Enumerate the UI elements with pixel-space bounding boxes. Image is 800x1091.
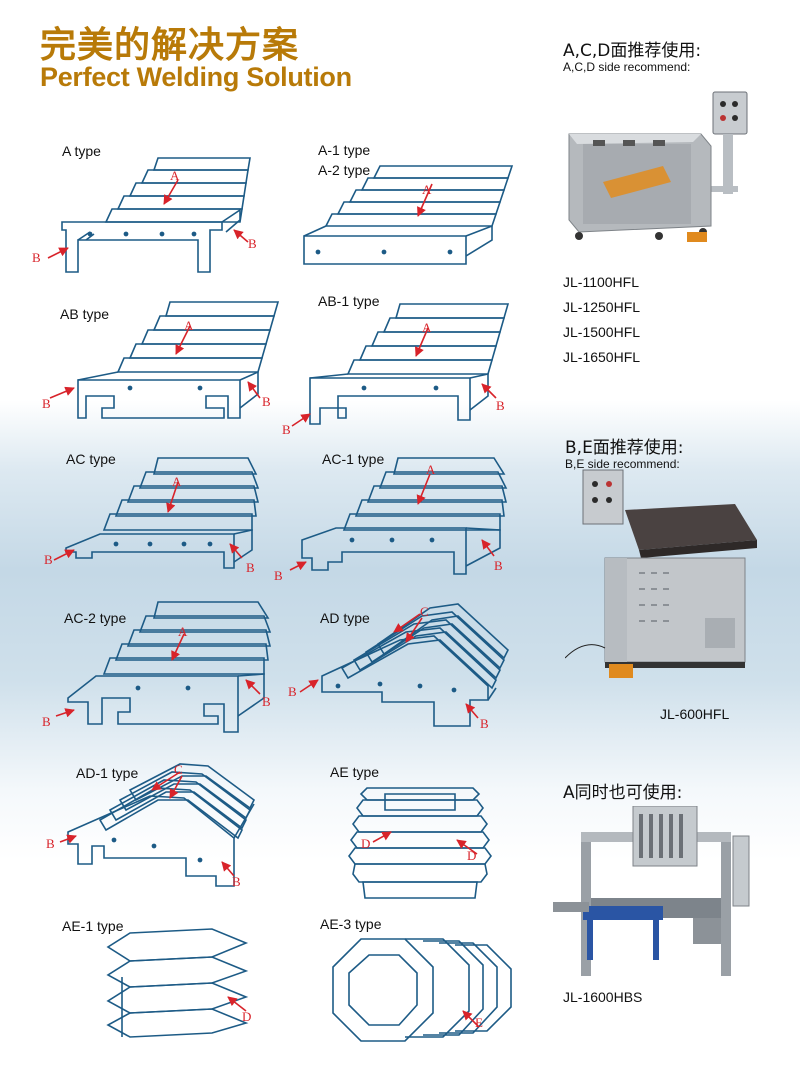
model-item: JL-1100HFL <box>563 274 640 290</box>
marker-a: A <box>422 182 432 197</box>
marker-b: B <box>248 236 257 251</box>
label-ae3-type: AE-3 type <box>320 916 382 932</box>
recommend-a: A同时也可使用: <box>563 778 682 803</box>
diagram-ae1-type: D <box>100 925 270 1055</box>
marker-b: B <box>46 836 55 851</box>
diagram-ae3-type: E <box>325 935 525 1055</box>
model-item: JL-1250HFL <box>563 299 641 315</box>
marker-a: A <box>426 462 436 477</box>
marker-e: E <box>475 1015 483 1030</box>
label-ab1-type: AB-1 type <box>318 293 380 309</box>
marker-b: B <box>274 568 283 583</box>
marker-c: C <box>174 762 183 777</box>
label-a1-type: A-1 type <box>318 142 371 158</box>
marker-b: B <box>42 714 51 729</box>
marker-b: B <box>32 250 41 265</box>
recommend-acd-en: A,C,D side recommend: <box>563 60 691 74</box>
machine-image-a <box>553 806 763 976</box>
marker-b: B <box>42 396 51 411</box>
machine-image-be <box>565 468 765 688</box>
marker-a: A <box>172 474 182 489</box>
marker-a: A <box>184 318 194 333</box>
diagram-ac-type: A B B <box>40 452 280 582</box>
diagram-ae-type: D D <box>345 778 495 908</box>
label-a2-type: A-2 type <box>318 162 371 178</box>
marker-b: B <box>232 874 241 889</box>
recommend-be: B,E面推荐使用: B,E side recommend: <box>565 433 684 471</box>
diagram-a1-type: A <box>300 160 530 270</box>
marker-d: D <box>467 848 476 863</box>
title-english: Perfect Welding Solution <box>40 62 352 92</box>
a-model: JL-1600HBS <box>563 989 643 1005</box>
title-chinese: 完美的解决方案 <box>40 25 300 66</box>
label-ae-type: AE type <box>330 764 380 780</box>
diagram-ac2-type: A B B <box>38 598 278 738</box>
diagram-ad1-type: C B B <box>40 760 270 900</box>
label-a-type: A type <box>62 143 101 159</box>
label-ac1-type: AC-1 type <box>322 451 385 467</box>
machine-image-acd <box>563 86 753 256</box>
diagram-ab-type: A B B <box>40 298 280 428</box>
marker-b: B <box>494 558 503 573</box>
marker-a: A <box>422 320 432 335</box>
recommend-be-cn: B,E面推荐使用: <box>565 438 684 458</box>
label-ac2-type: AC-2 type <box>64 610 127 626</box>
be-model: JL-600HFL <box>660 706 730 722</box>
model-item: JL-1650HFL <box>563 349 641 365</box>
recommend-acd-cn: A,C,D面推荐使用: <box>563 41 702 61</box>
label-ae1-type: AE-1 type <box>62 918 124 934</box>
marker-a: A <box>170 168 180 183</box>
marker-d: D <box>242 1009 251 1024</box>
acd-model-list: JL-1100HFL JL-1250HFL JL-1500HFL JL-1650… <box>563 270 640 370</box>
marker-b: B <box>282 422 291 437</box>
label-ad1-type: AD-1 type <box>76 765 139 781</box>
marker-b: B <box>44 552 53 567</box>
label-ab-type: AB type <box>60 306 110 322</box>
diagram-a-type: A B B <box>30 150 270 280</box>
label-ad-type: AD type <box>320 610 370 626</box>
diagram-ab1-type: A B B <box>280 300 520 440</box>
marker-b: B <box>480 716 489 731</box>
marker-c: C <box>420 604 429 619</box>
diagram-ad-type: C B B <box>282 596 522 746</box>
recommend-be-en: B,E side recommend: <box>565 457 680 471</box>
recommend-acd: A,C,D面推荐使用: A,C,D side recommend: <box>563 36 701 74</box>
diagram-ac1-type: A B B <box>272 452 522 592</box>
marker-b: B <box>262 694 271 709</box>
marker-b: B <box>246 560 255 575</box>
marker-b: B <box>496 398 505 413</box>
marker-d: D <box>361 836 370 851</box>
recommend-a-cn: A同时也可使用: <box>563 783 683 803</box>
marker-b: B <box>262 394 271 409</box>
marker-a: A <box>178 624 188 639</box>
label-ac-type: AC type <box>66 451 116 467</box>
model-item: JL-1500HFL <box>563 324 641 340</box>
marker-b: B <box>288 684 297 699</box>
